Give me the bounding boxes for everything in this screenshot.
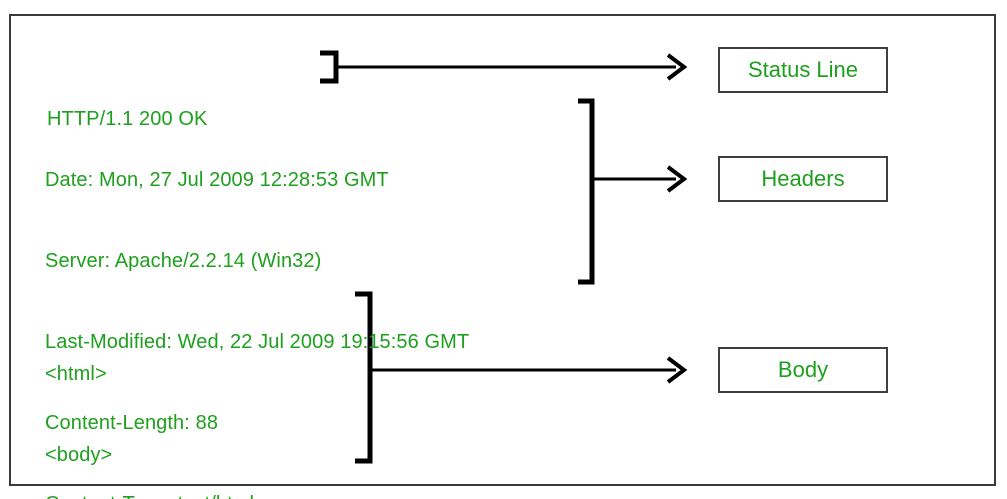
label-box-headers: Headers	[718, 156, 888, 202]
label-box-status-line-text: Status Line	[747, 57, 859, 82]
headers-bracket	[578, 98, 595, 285]
header-row: Last-Modified: Wed, 22 Jul 2009 19:15:56…	[45, 331, 470, 353]
body-bracket	[355, 291, 373, 464]
header-row: Content-Length: 88	[45, 412, 219, 434]
label-box-status-line: Status Line	[718, 47, 888, 93]
status-line-arrow	[336, 53, 688, 81]
header-row: Content-Type: text/html	[45, 491, 469, 499]
body-row: <html>	[45, 363, 107, 385]
body-arrow	[370, 356, 688, 384]
body-text: <html> <body> <h1>Hello, World!</h1> </b…	[45, 307, 258, 499]
label-box-body: Body	[718, 347, 888, 393]
header-row: Date: Mon, 27 Jul 2009 12:28:53 GMT	[45, 169, 389, 191]
headers-text: Date: Mon, 27 Jul 2009 12:28:53 GMT Serv…	[45, 113, 469, 499]
headers-arrow	[592, 165, 688, 193]
body-row: <body>	[45, 444, 113, 466]
header-row: Server: Apache/2.2.14 (Win32)	[45, 250, 322, 272]
status-line-row: HTTP/1.1 200 OK	[47, 108, 208, 130]
label-box-headers-text: Headers	[761, 166, 845, 191]
status-line-bracket	[320, 50, 339, 84]
status-line-text: HTTP/1.1 200 OK	[47, 52, 207, 187]
label-box-body-text: Body	[777, 357, 829, 382]
